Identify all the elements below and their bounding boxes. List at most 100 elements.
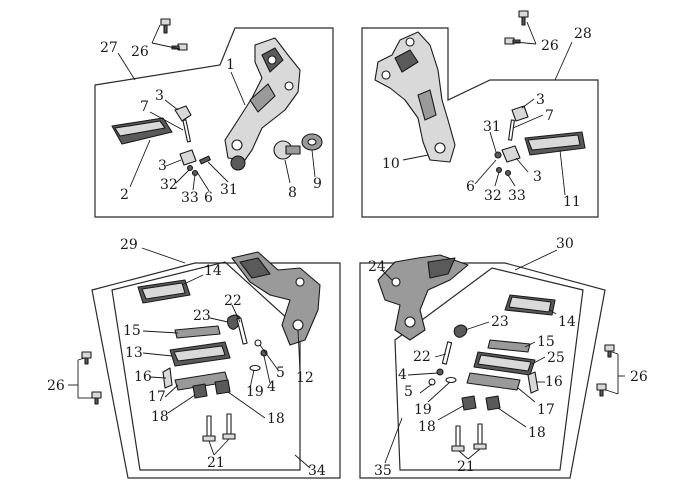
callout-14: 14	[558, 314, 576, 330]
rubber-18b	[485, 395, 501, 411]
callout-15: 15	[123, 323, 141, 339]
callout-17: 17	[148, 389, 166, 405]
plate-15	[487, 339, 531, 353]
callout-19: 19	[246, 384, 264, 400]
callout-23: 23	[491, 314, 509, 330]
bolt-21b	[473, 423, 487, 450]
callout-33: 33	[181, 190, 199, 206]
bolt-26-bottom	[91, 391, 102, 405]
callout-34: 34	[308, 463, 326, 479]
bolt-26-top	[518, 10, 529, 26]
clip-3-upper	[174, 105, 192, 122]
bolt-26-top	[160, 18, 171, 34]
callout-7: 7	[545, 108, 554, 124]
callout-21: 21	[207, 455, 225, 471]
assembly-outline-28	[361, 27, 599, 218]
callout-15: 15	[537, 334, 555, 350]
callout-18: 18	[151, 409, 169, 425]
inner-outline-35	[394, 267, 584, 471]
spring-31	[199, 155, 211, 165]
spring-31	[494, 151, 502, 159]
callout-17: 17	[537, 402, 555, 418]
assembly-outline-27	[94, 27, 334, 218]
quadrant-rear-left: 29 14 22 23 15 13 16 17 18 19 4 5 12 18 …	[47, 237, 341, 479]
callout-33: 33	[508, 188, 526, 204]
clip-3-lower	[501, 145, 521, 163]
bolt-21b	[222, 413, 236, 440]
callout-18: 18	[418, 419, 436, 435]
callout-1: 1	[226, 57, 235, 73]
callout-11: 11	[563, 194, 581, 210]
callout-4: 4	[267, 379, 276, 395]
callout-22: 22	[224, 293, 242, 309]
callout-3: 3	[536, 92, 545, 108]
rear-bracket-12	[231, 251, 321, 346]
callout-16: 16	[134, 369, 152, 385]
callout-26: 26	[630, 369, 648, 385]
plate-15	[174, 325, 221, 339]
bolt-26-top	[604, 344, 615, 358]
quadrant-front-right: 28 26 3 7 31 10 6 32 33 3 11	[361, 10, 599, 218]
footpeg-14	[137, 279, 191, 304]
callout-5: 5	[404, 384, 413, 400]
callout-14: 14	[204, 263, 222, 279]
clip-3-upper	[511, 105, 529, 122]
pin-16	[527, 371, 539, 394]
pin-7	[182, 119, 192, 143]
footpeg-13	[169, 341, 231, 367]
bolt-26-top	[81, 351, 92, 365]
rear-bracket-24	[377, 254, 469, 341]
bushing-9	[301, 133, 323, 151]
washer-5	[428, 378, 436, 386]
callout-3: 3	[155, 88, 164, 104]
washer-4	[436, 368, 444, 376]
quadrant-rear-right: 30 24 23 14 15 22 25 4 5 16 19 17 18 18 …	[359, 236, 648, 479]
leader-lines-q4	[381, 249, 625, 464]
callout-27: 27	[100, 40, 118, 56]
washer-19	[249, 364, 261, 372]
washer-32	[186, 164, 194, 172]
callout-28: 28	[574, 26, 592, 42]
callout-5: 5	[276, 365, 285, 381]
callout-19: 19	[414, 402, 432, 418]
callout-3: 3	[158, 158, 167, 174]
footpeg-14	[504, 294, 556, 316]
callout-8: 8	[288, 185, 297, 201]
callout-12: 12	[296, 370, 314, 386]
washer-5	[254, 339, 262, 347]
footpeg-2	[111, 117, 173, 145]
rubber-18a	[192, 383, 208, 399]
plate-17	[466, 372, 521, 391]
leader-lines-q1	[117, 24, 316, 192]
callout-6: 6	[204, 190, 213, 206]
callout-30: 30	[556, 236, 574, 252]
callout-26: 26	[131, 44, 149, 60]
assembly-outline-34	[91, 262, 341, 479]
callout-16: 16	[545, 374, 563, 390]
pin-16	[162, 367, 173, 389]
rubber-18a	[461, 395, 477, 411]
washer-33	[504, 169, 512, 177]
footrest-bracket-10	[374, 31, 456, 163]
callout-18: 18	[267, 411, 285, 427]
callout-6: 6	[466, 179, 475, 195]
callout-18: 18	[528, 425, 546, 441]
bolt-21a	[202, 415, 216, 442]
pin-22	[236, 317, 248, 345]
callout-25: 25	[547, 350, 565, 366]
callout-10: 10	[382, 156, 400, 172]
assembly-outline-35	[359, 262, 606, 479]
washer-19	[445, 376, 457, 384]
rubber-18b	[214, 379, 231, 395]
callout-21: 21	[457, 459, 475, 475]
callout-32: 32	[484, 188, 502, 204]
callout-32: 32	[160, 177, 178, 193]
callout-24: 24	[368, 259, 386, 275]
bolt-21a	[451, 425, 465, 452]
callout-4: 4	[398, 367, 407, 383]
callout-31: 31	[483, 119, 501, 135]
callout-22: 22	[413, 349, 431, 365]
footpeg-25	[473, 351, 536, 376]
pin-22	[441, 341, 453, 365]
